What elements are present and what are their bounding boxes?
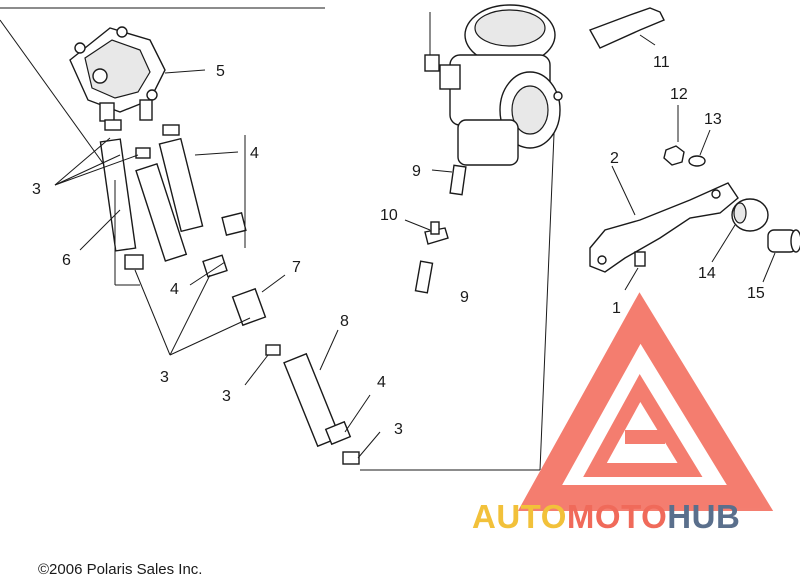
bolt-part-1 [624,251,646,291]
hose-part-8 [283,329,352,448]
callout-9-lower: 9 [460,289,469,306]
callout-7: 7 [292,259,301,276]
vent-hose-part-11 [588,7,665,49]
callout-14: 14 [698,265,716,282]
callout-12: 12 [670,86,688,103]
callout-3-left: 3 [32,181,41,198]
callout-3-bottom: 3 [160,369,169,386]
watermark-logo [517,292,774,511]
callout-4-lower: 4 [377,374,386,391]
callout-3-lower: 3 [222,388,231,405]
callout-15: 15 [747,285,765,302]
callout-2: 2 [610,150,619,167]
watermark-hub: HUB [667,498,740,535]
leader-line [0,19,116,181]
bushing-part-15 [762,229,800,283]
callout-8: 8 [340,313,349,330]
fitting-part-9-upper [431,164,467,196]
fuel-pump-part-5 [69,26,206,122]
copyright-notice: ©2006 Polaris Sales Inc. [38,561,202,578]
fitting-part-9-lower [414,260,434,294]
hose-part-4-upper [158,137,247,237]
nut-part-12 [663,105,685,166]
carburetor [424,4,563,166]
watermark-auto: AUTO [472,498,567,535]
callout-4-top: 4 [250,145,259,162]
callout-5: 5 [216,63,225,80]
callout-3-right: 3 [394,421,403,438]
grommet-part-14 [711,198,769,263]
watermark-text: AUTOMOTOHUB [472,498,740,535]
leader-lines [54,109,556,471]
callout-13: 13 [704,111,722,128]
fitting-part-10 [404,219,449,245]
callout-9-upper: 9 [412,163,421,180]
callout-11: 11 [653,54,670,71]
hose-part-6 [99,138,144,270]
watermark-moto: MOTO [567,498,667,535]
callout-4-mid: 4 [170,281,179,298]
callout-1: 1 [612,300,621,317]
bracket-part-2 [589,165,739,273]
fuel-filter-part-7 [231,274,286,327]
callout-10: 10 [380,207,398,224]
washer-part-13 [688,129,711,167]
clamps [104,119,360,465]
callout-6: 6 [62,252,71,269]
